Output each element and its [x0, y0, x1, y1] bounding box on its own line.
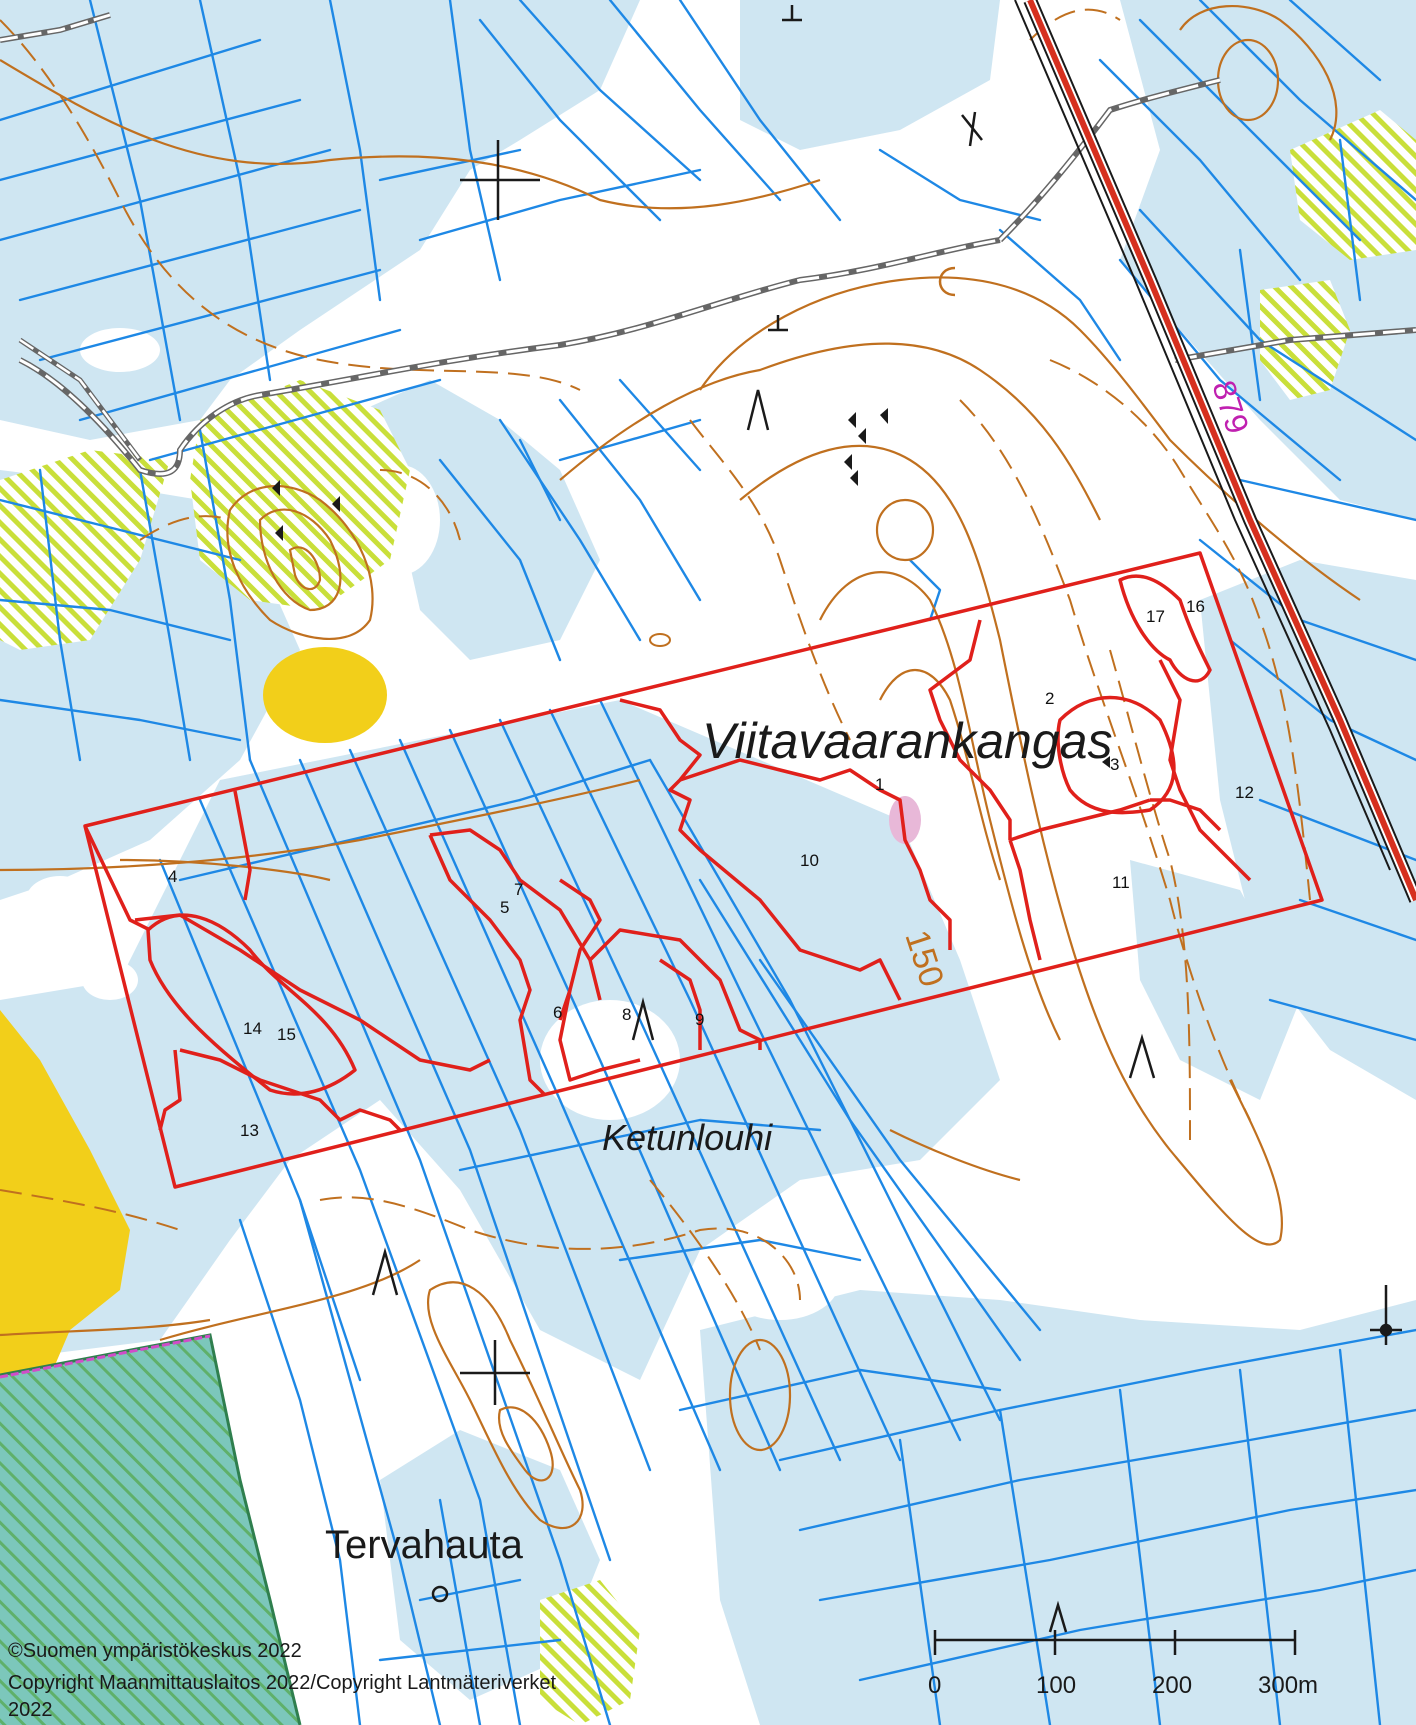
cliff-symbol	[938, 266, 956, 297]
compartment-14: 14	[243, 1019, 262, 1038]
compartment-10: 10	[800, 851, 819, 870]
scale-label-0: 0	[928, 1672, 941, 1699]
compartment-5: 5	[500, 898, 509, 917]
boulder-symbols	[272, 408, 1110, 768]
compartment-8: 8	[622, 1005, 631, 1024]
small-pink-area	[889, 796, 921, 844]
chevron-symbol-5	[1048, 1600, 1068, 1633]
tervahauta-circle	[431, 1585, 449, 1603]
study-area-boundary	[83, 551, 1324, 1189]
cross-symbol	[460, 140, 540, 220]
compartment-16: 16	[1186, 597, 1205, 616]
chevron-symbol-4	[631, 997, 655, 1041]
compartment-3: 3	[1110, 755, 1119, 774]
compartment-17: 17	[1146, 607, 1165, 626]
barrier-symbol	[961, 111, 983, 147]
copyright-line-2: Copyright Maanmittauslaitos 2022/Copyrig…	[8, 1672, 557, 1694]
contour-lines	[0, 5, 1361, 1530]
road-879	[1014, 0, 1416, 903]
tracks	[0, 12, 1416, 477]
map-symbols	[371, 5, 1402, 1633]
compartment-9: 9	[695, 1010, 704, 1029]
chevron-symbol	[746, 389, 770, 431]
compartment-labels: 1 2 3 4 5 6 7 8 9 10 11 12 13 14 15 16 1…	[168, 597, 1254, 1140]
scale-bar: 0 100 200 300m	[928, 1630, 1318, 1699]
compartment-12: 12	[1235, 783, 1254, 802]
compartment-1: 1	[875, 775, 884, 794]
place-name-viitavaarankangas: Viitavaarankangas	[702, 713, 1112, 769]
compartment-2: 2	[1045, 689, 1054, 708]
compartment-6: 6	[553, 1003, 562, 1022]
copyright-line-1: ©Suomen ympäristökeskus 2022	[8, 1640, 302, 1662]
t-symbol	[768, 315, 788, 332]
chevron-symbol-2	[1128, 1033, 1156, 1079]
copyright-line-3: 2022	[8, 1699, 53, 1721]
compartment-13: 13	[240, 1121, 259, 1140]
compartment-11: 11	[1112, 873, 1130, 892]
compartment-15: 15	[277, 1025, 296, 1044]
tower-symbol	[1370, 1285, 1402, 1345]
scale-label-200: 200	[1152, 1672, 1192, 1699]
hatched-areas	[0, 110, 1416, 1725]
compartment-4: 4	[168, 867, 177, 886]
protected-area	[0, 1335, 300, 1725]
cross-symbol-2	[460, 1340, 530, 1405]
scale-label-300m: 300m	[1258, 1672, 1318, 1699]
place-name-ketunlouhi: Ketunlouhi	[602, 1117, 773, 1158]
small-pond	[649, 633, 671, 647]
dashed-contours	[0, 8, 1311, 1351]
place-name-tervahauta: Tervahauta	[325, 1523, 524, 1567]
compartment-7: 7	[514, 880, 523, 899]
chevron-symbol-3	[371, 1247, 399, 1296]
scale-label-100: 100	[1036, 1672, 1076, 1699]
t-symbol-2	[782, 5, 802, 22]
